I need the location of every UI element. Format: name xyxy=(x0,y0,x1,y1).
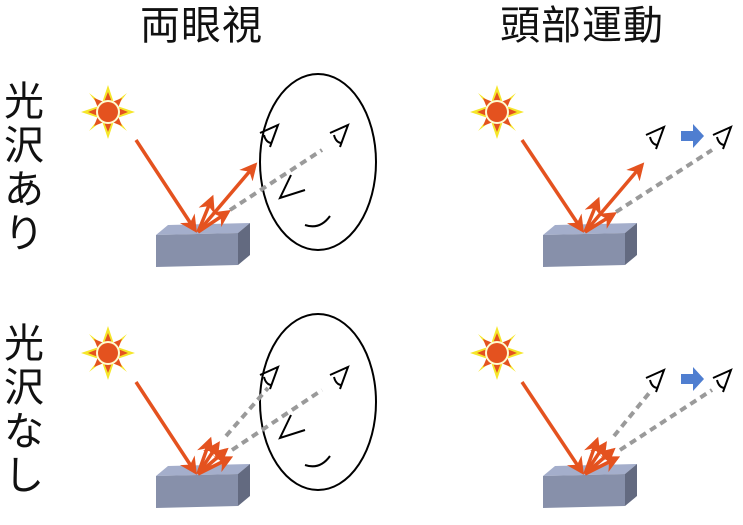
sun-icon xyxy=(81,85,135,139)
sight-line xyxy=(228,148,324,212)
nose xyxy=(278,174,306,200)
reflection-ray xyxy=(583,196,601,233)
specular-reflection-ray xyxy=(583,162,645,234)
sun-icon xyxy=(81,326,135,380)
sight-line-before xyxy=(612,390,652,438)
face-outline xyxy=(259,313,377,491)
row-label-glossy: 光 沢 あ り xyxy=(2,80,46,256)
right-eye-icon xyxy=(329,366,349,390)
mouth xyxy=(304,215,331,228)
right-eye-icon xyxy=(329,124,349,148)
reflection-ray xyxy=(196,194,215,233)
eye-after-icon xyxy=(712,369,732,393)
sight-line-after xyxy=(618,388,714,452)
row-label-char: 光 xyxy=(4,79,44,125)
row-label-char: り xyxy=(4,211,44,257)
sun-icon xyxy=(470,326,524,380)
face-outline xyxy=(259,73,377,251)
eye-before-icon xyxy=(645,126,665,150)
column-title-binocular: 両眼視 xyxy=(140,3,263,49)
nose xyxy=(278,414,306,440)
row-label-char: 沢 xyxy=(4,365,44,411)
row-label-matte: 光 沢 な し xyxy=(2,322,46,498)
incident-ray xyxy=(520,139,584,233)
motion-arrow-icon xyxy=(681,124,704,148)
panel-motion-glossy xyxy=(470,85,732,267)
panel-motion-matte xyxy=(470,326,732,508)
reflection-ray xyxy=(584,212,617,234)
eye-after-icon xyxy=(712,126,732,150)
incident-ray xyxy=(520,381,584,475)
sight-line-right xyxy=(230,388,324,452)
row-label-char: な xyxy=(4,409,44,455)
sight-line-left xyxy=(224,386,270,438)
row-label-char: 光 xyxy=(4,321,44,367)
panel-binocular-glossy xyxy=(81,73,377,267)
diffuse-reflection-ray xyxy=(197,456,234,476)
row-label-char: 沢 xyxy=(4,123,44,169)
row-label-char: あ xyxy=(4,167,44,213)
diffuse-reflection-ray xyxy=(584,456,621,476)
panel-binocular-matte xyxy=(81,313,377,508)
column-title-head-motion: 頭部運動 xyxy=(500,3,664,49)
mouth xyxy=(304,455,331,468)
incident-ray xyxy=(134,381,197,475)
eye-before-icon xyxy=(645,369,665,393)
specular-reflection-ray xyxy=(196,162,258,234)
reflection-ray xyxy=(197,210,231,234)
sun-icon xyxy=(470,85,524,139)
motion-arrow-icon xyxy=(681,367,704,391)
incident-ray xyxy=(134,139,197,233)
row-label-char: し xyxy=(4,453,44,499)
